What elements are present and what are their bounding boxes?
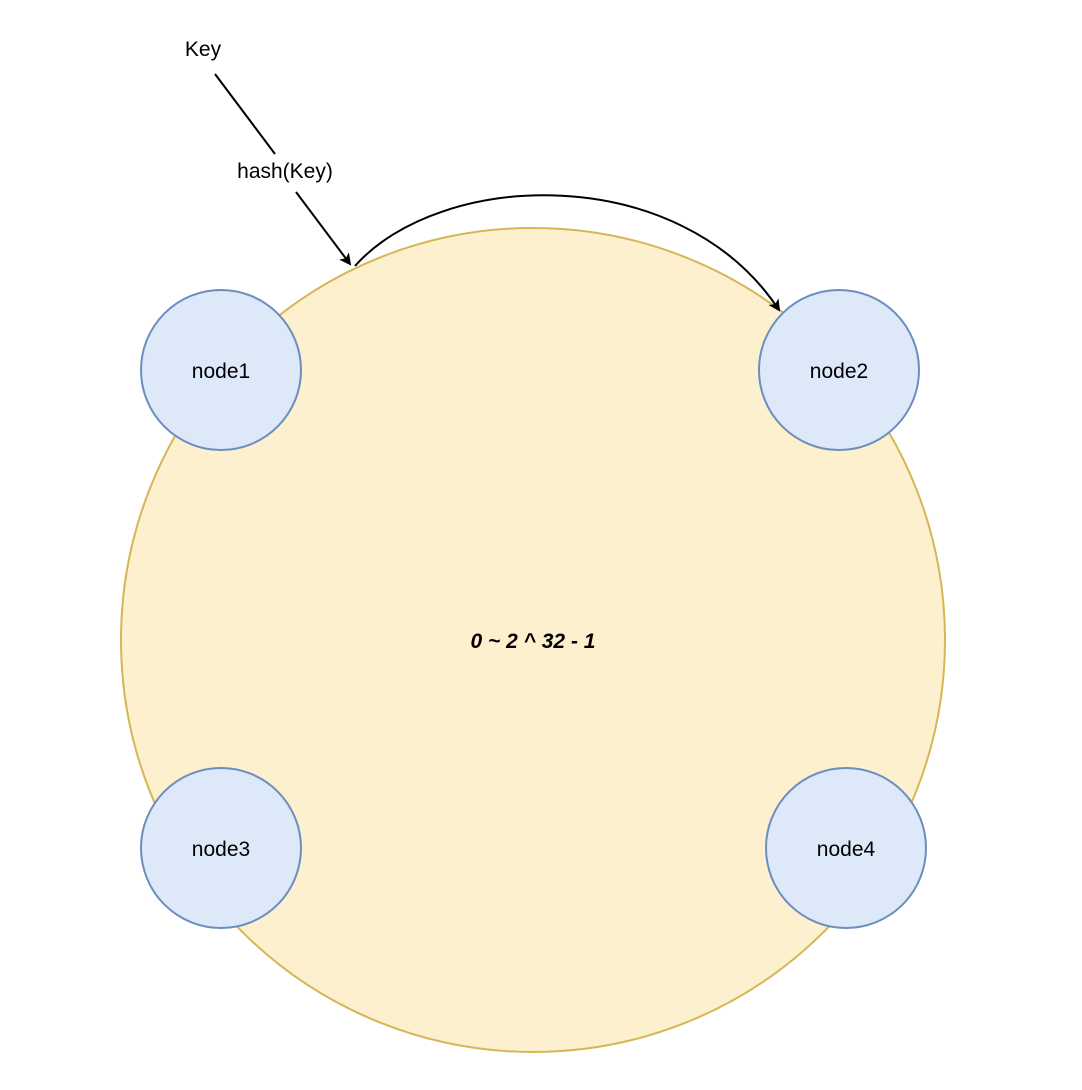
node-4-label: node4: [817, 838, 876, 861]
node-1-circle: [140, 289, 302, 451]
hash-ring: [120, 227, 946, 1053]
hash-key-label: hash(Key): [237, 160, 333, 183]
node-2: node2: [758, 289, 920, 451]
node-2-circle: [758, 289, 920, 451]
hash-to-ring-arrow: [295, 191, 352, 266]
clockwise-lookup-arrow: [354, 194, 781, 312]
node-3-circle: [140, 767, 302, 929]
key-label: Key: [185, 38, 222, 61]
ring-range-label: 0 ~ 2 ^ 32 - 1: [471, 630, 596, 653]
node-3-label: node3: [192, 838, 250, 861]
node-4-circle: [765, 767, 927, 929]
node-2-label: node2: [810, 360, 868, 383]
node-4: node4: [765, 767, 927, 929]
key-connector-line: [214, 73, 276, 155]
node-1-label: node1: [192, 360, 250, 383]
node-1: node1: [140, 289, 302, 451]
node-3: node3: [140, 767, 302, 929]
